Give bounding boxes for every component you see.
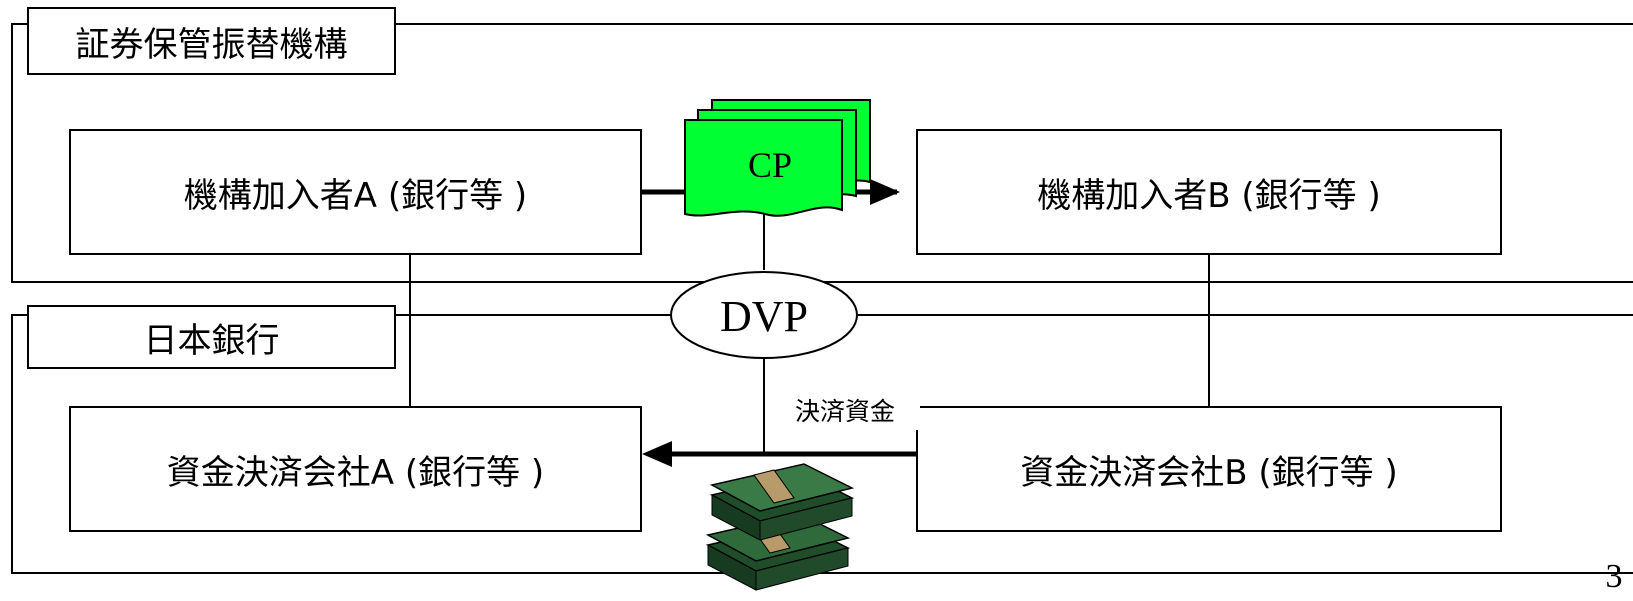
- participant-a-box: [69, 129, 642, 255]
- securities-arrowhead: [870, 179, 900, 205]
- jasdec-title-box: [27, 7, 396, 75]
- funds-label: 決済資金: [770, 390, 920, 430]
- boj-title-box: [27, 305, 396, 369]
- page-number: 3: [1605, 558, 1623, 595]
- settlement-b-label: 資金決済会社B (銀行等 ): [1020, 452, 1398, 493]
- dvp-ellipse: [670, 271, 858, 359]
- cp-label: CP: [747, 145, 793, 185]
- participant-a-label: 機構加入者A (銀行等 ): [183, 175, 528, 216]
- participant-b-box: [916, 129, 1502, 255]
- settlement-a-label: 資金決済会社A (銀行等 ): [166, 452, 545, 493]
- settlement-b-box: [916, 406, 1502, 532]
- participant-b-label: 機構加入者B (銀行等 ): [1037, 175, 1381, 216]
- money-stack-icon: [705, 463, 855, 591]
- jasdec-title: 証券保管振替機構: [75, 24, 348, 65]
- dvp-label: DVP: [719, 291, 809, 341]
- document-stack-icon: [684, 99, 871, 217]
- settlement-a-box: [69, 406, 642, 532]
- funds-arrowhead: [642, 441, 672, 467]
- boj-title: 日本銀行: [143, 320, 280, 361]
